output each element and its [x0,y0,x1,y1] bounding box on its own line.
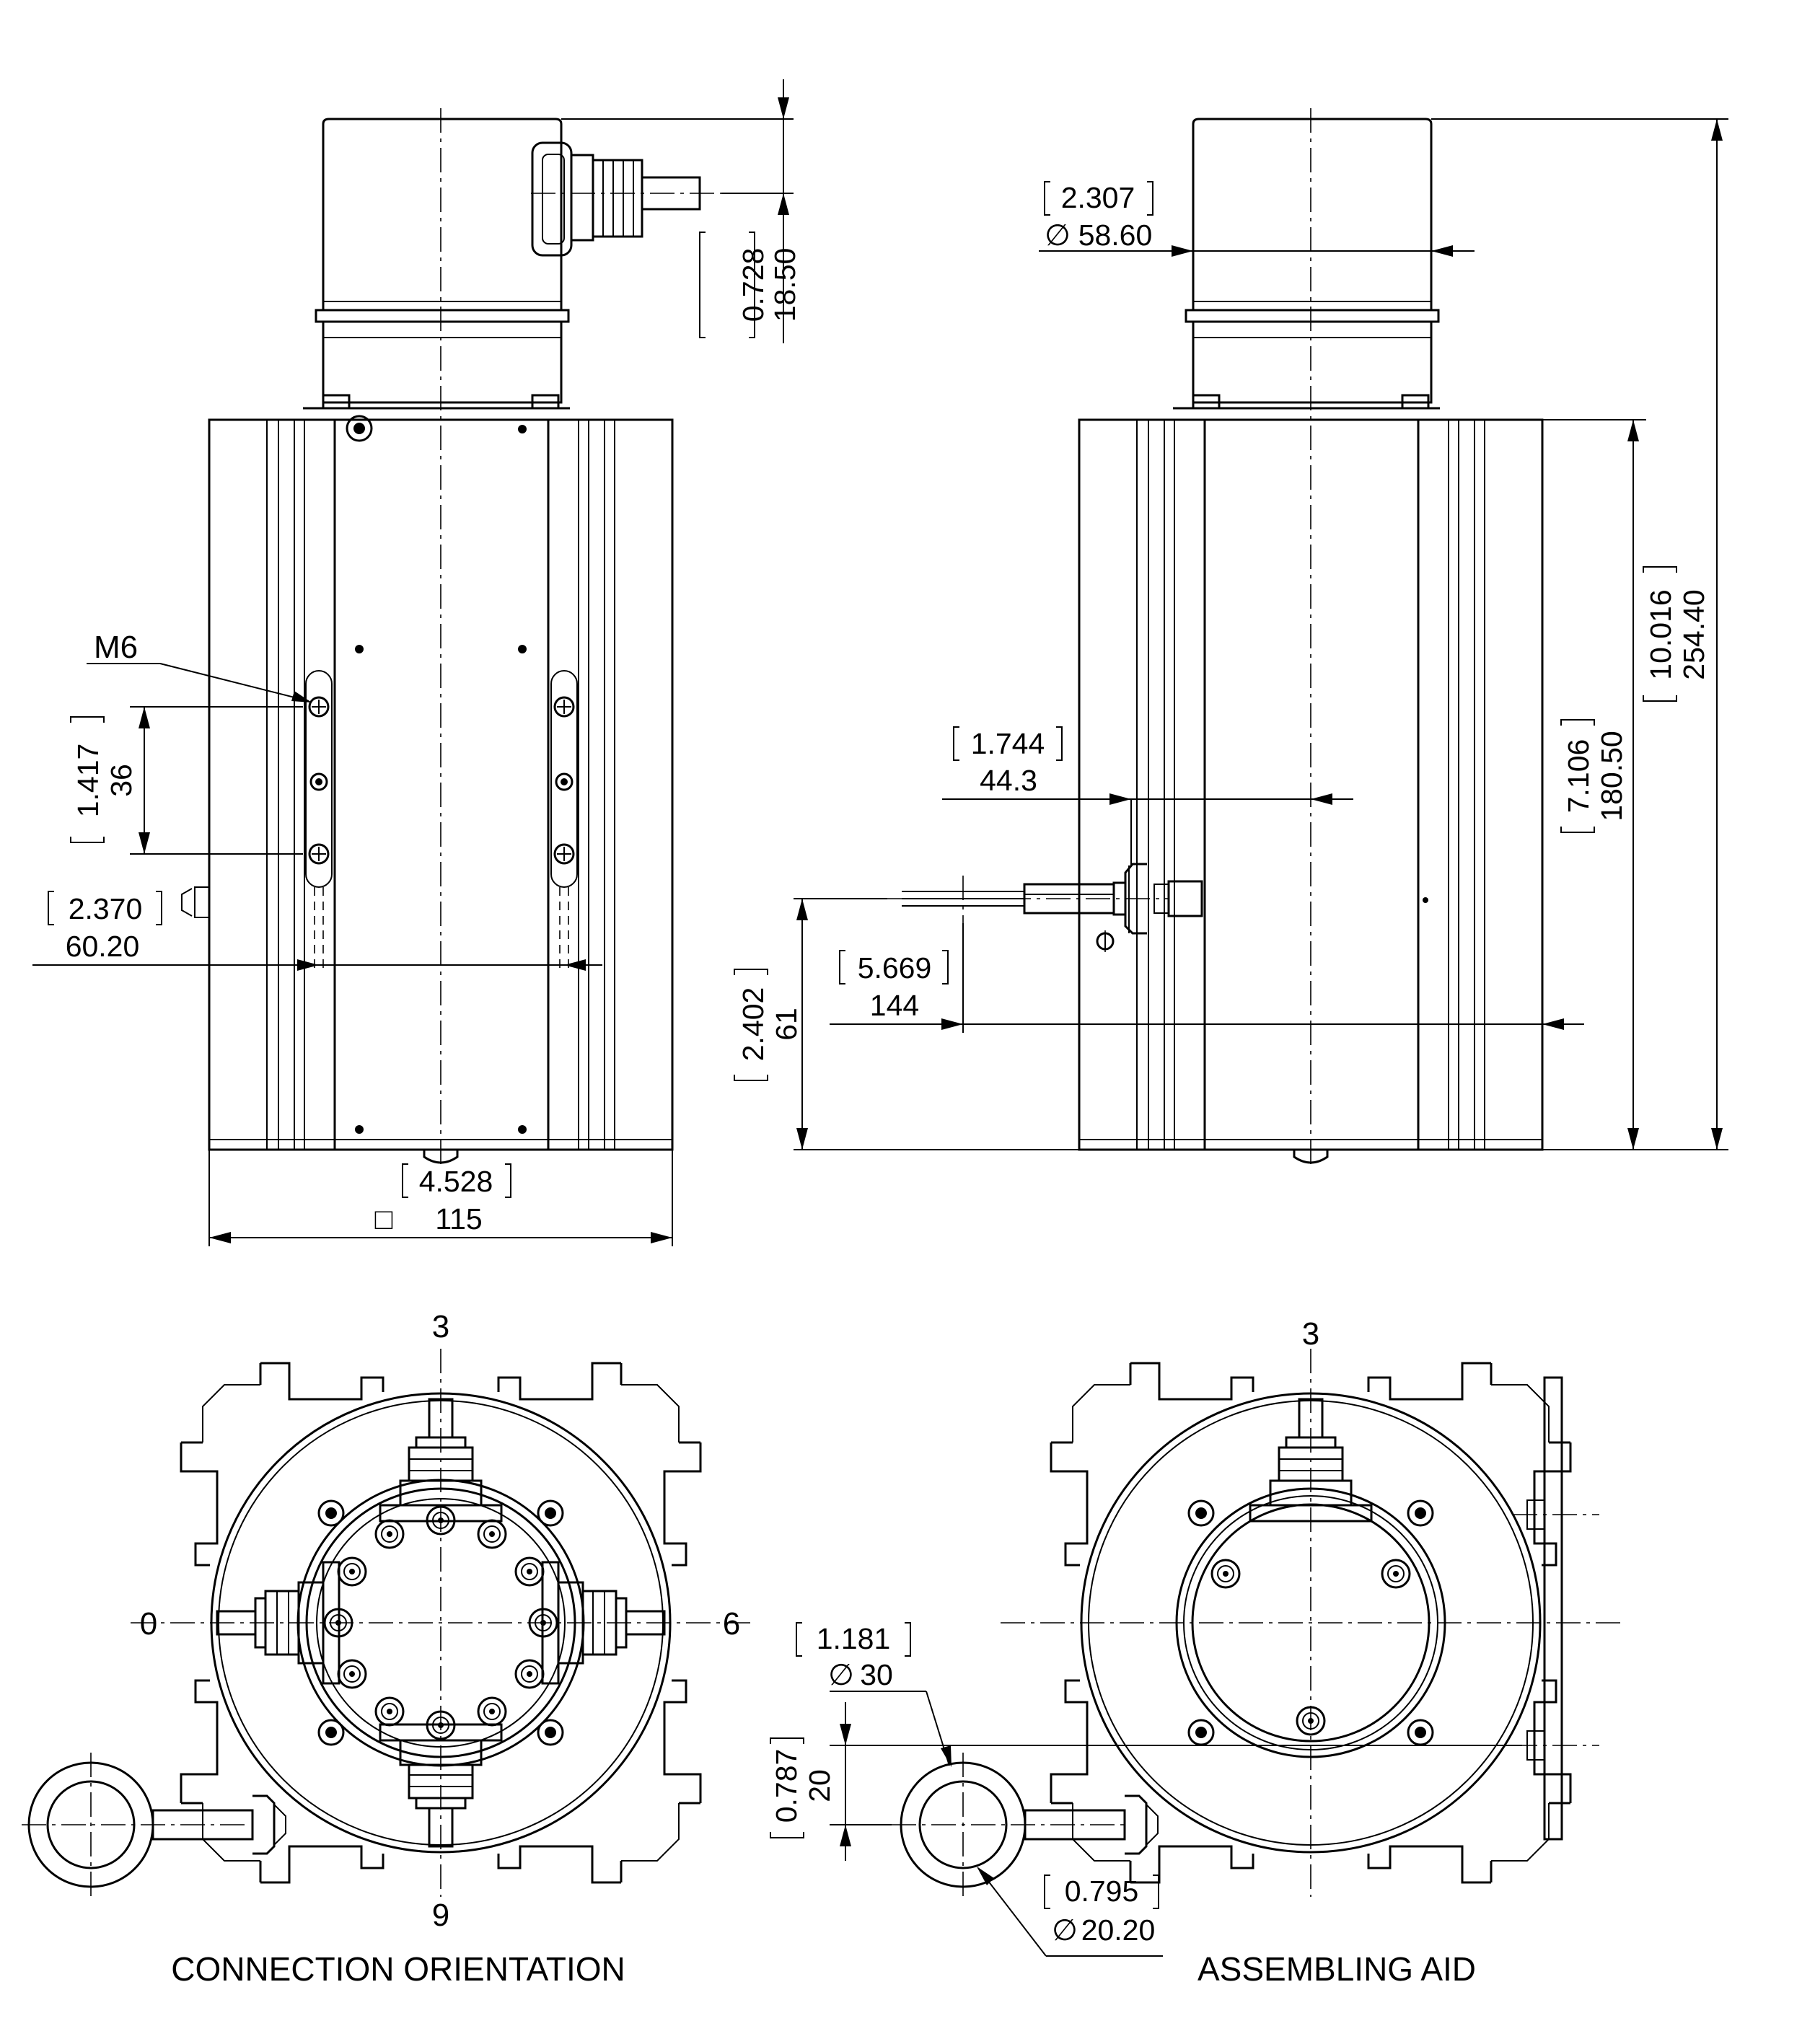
dim-connector-offset-mm: 18.50 [768,248,801,322]
side-view: 2.307 ∅ 58.60 1.744 44.3 5.669 144 2.402… [734,108,1728,1165]
dim-body-square-mm: 115 [435,1202,482,1235]
dim-wire-diameter-mm: 20.20 [1081,1913,1156,1947]
dim-body-height-mm: 180.50 [1595,731,1628,821]
orientation-label-bottom: 9 [432,1898,449,1933]
dim-cable-offset-inch: 1.744 [971,727,1045,760]
assembling-aid-view: 3 0.787 20 1.181 ∅ 30 0.795 ∅ [770,1316,1621,1988]
front-view: 0.728 18.50 M6 1.417 36 2.370 60.20 [32,79,801,1246]
dim-total-height-inch: 10.016 [1644,589,1677,679]
dim-body-height-inch: 7.106 [1562,739,1595,814]
dim-cable-length-mm: 144 [870,989,919,1022]
dim-total-height-mm: 254.40 [1677,589,1710,679]
connection-orientation-view: 3 9 0 6 CONNECTION ORIENTATION [22,1309,751,1988]
dim-cap-diameter-symbol: ∅ [1045,219,1071,252]
dim-cable-length-inch: 5.669 [858,951,932,984]
dim-ring-diameter-mm: 30 [860,1658,893,1691]
dim-body-square-inch: 4.528 [419,1165,493,1198]
dim-wire-diameter-inch: 0.795 [1065,1875,1139,1908]
orientation-label-left: 0 [140,1606,157,1642]
caption-assembling-aid: ASSEMBLING AID [1197,1950,1476,1988]
dim-connector-offset-inch: 0.728 [737,248,770,322]
dim-wire-diameter-symbol: ∅ [1052,1913,1078,1947]
orientation-label-right-top: 3 [1302,1316,1319,1352]
dim-ring-diameter-inch: 1.181 [817,1622,891,1655]
dim-thread-spacing-mm: 36 [105,764,138,797]
orientation-label-right: 6 [723,1606,740,1642]
caption-connection-orientation: CONNECTION ORIENTATION [171,1950,625,1988]
dim-ring-diameter-symbol: ∅ [828,1658,854,1691]
dim-cap-diameter-inch: 2.307 [1061,181,1135,214]
dim-ring-offset-inch: 0.787 [770,1749,803,1823]
dim-cap-diameter-mm: 58.60 [1078,219,1153,252]
dim-ring-offset-mm: 20 [803,1769,836,1802]
dim-thread-spacing-inch: 1.417 [71,744,105,818]
dim-cable-offset-mm: 44.3 [980,764,1037,797]
dim-thread-span-inch: 2.370 [69,892,143,925]
dim-cable-height-mm: 61 [770,1008,803,1041]
orientation-label-top: 3 [432,1309,449,1344]
thread-label: M6 [94,630,138,665]
dim-cable-height-inch: 2.402 [737,987,770,1062]
dim-thread-span-mm: 60.20 [66,930,140,963]
dim-body-square-symbol: □ [375,1202,393,1235]
